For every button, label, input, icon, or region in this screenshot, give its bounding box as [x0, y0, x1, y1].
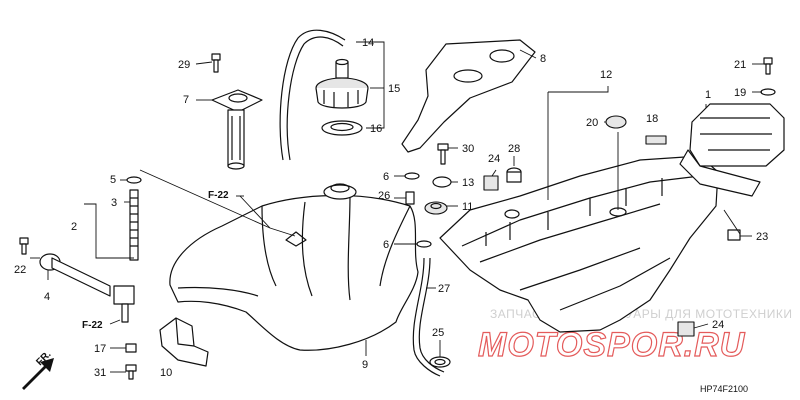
reference-f22-top: F-22 [208, 190, 229, 201]
watermark: ЗАПЧАСТИ И АКСЕССУАРЫ ДЛЯ МОТОТЕХНИКИ MO… [477, 307, 792, 365]
bolt-part-31 [125, 364, 137, 380]
drain-tube-part-27 [412, 257, 445, 377]
fitting-part-26 [405, 191, 415, 205]
bolt-part-21 [763, 57, 773, 75]
callout-6-upper: 6 [383, 171, 389, 183]
callout-9: 9 [362, 359, 368, 371]
clip-part-5 [126, 176, 142, 184]
callout-8: 8 [540, 53, 546, 65]
callout-16: 16 [370, 123, 382, 135]
fuel-tank-part-9 [169, 183, 419, 351]
callout-1: 1 [705, 89, 711, 101]
filler-cap-part-15 [315, 58, 369, 109]
callout-2: 2 [71, 221, 77, 233]
figure-code: HP74F2100 [700, 384, 748, 394]
callout-23: 23 [756, 231, 768, 243]
breather-tube-part-14 [279, 29, 346, 161]
pad-part-18 [645, 135, 667, 145]
callout-18: 18 [646, 113, 658, 125]
cushion-part-24-lower [677, 321, 695, 337]
callout-12: 12 [600, 69, 612, 81]
washer-part-19 [760, 88, 776, 96]
callout-27: 27 [438, 283, 450, 295]
grommet-part-11 [424, 201, 448, 215]
callout-17: 17 [94, 343, 106, 355]
grommet-part-20 [605, 115, 627, 129]
front-direction-arrow: FR. [22, 349, 54, 390]
callout-25: 25 [432, 327, 444, 339]
callout-11: 11 [462, 201, 473, 213]
callout-5: 5 [110, 174, 116, 186]
bolt-part-29 [211, 53, 221, 73]
nut-part-17 [125, 343, 137, 353]
tank-cover-part-8 [401, 39, 536, 153]
callout-21: 21 [734, 59, 746, 71]
fuel-cock-part-4 [39, 253, 135, 323]
callout-numbers: 1 2 3 4 5 6 6 7 8 9 10 11 12 13 14 15 16… [14, 37, 768, 379]
callout-20: 20 [586, 117, 598, 129]
reference-f22-bottom-pointer [109, 319, 121, 325]
nut-part-23 [727, 229, 741, 241]
callout-24-upper: 24 [488, 153, 500, 165]
cushion-part-28 [506, 167, 522, 183]
callout-10: 10 [160, 367, 172, 379]
callout-29: 29 [178, 59, 190, 71]
bolt-part-30 [437, 143, 449, 165]
bracket-part-1 [679, 103, 785, 197]
fuel-pump-part-7 [211, 89, 263, 170]
watermark-brand: MOTOSPOR.RU [478, 326, 746, 364]
rod-part-3 [129, 189, 139, 261]
callout-15: 15 [388, 83, 400, 95]
callout-24-lower: 24 [712, 319, 724, 331]
callout-30: 30 [462, 143, 474, 155]
clip-part-6-upper [404, 172, 420, 180]
callout-31: 31 [94, 367, 106, 379]
callout-6-lower: 6 [383, 239, 389, 251]
callout-19: 19 [734, 87, 746, 99]
callout-3: 3 [111, 197, 117, 209]
callout-13: 13 [462, 177, 474, 189]
cushion-part-24-upper [483, 175, 499, 191]
callout-4: 4 [44, 291, 50, 303]
clip-part-6-lower [416, 240, 432, 248]
bracket-part-10 [159, 317, 209, 367]
callout-22: 22 [14, 264, 26, 276]
bolt-part-22 [19, 237, 29, 255]
callout-7: 7 [183, 94, 189, 106]
cap-gasket-part-16 [321, 120, 363, 136]
collar-part-13 [432, 176, 452, 188]
callout-28: 28 [508, 143, 520, 155]
callout-14: 14 [362, 37, 374, 49]
tank-tray-part-12 [439, 155, 719, 333]
callout-26: 26 [378, 190, 390, 202]
leader-lines [30, 41, 764, 373]
reference-f22-bottom: F-22 [82, 320, 103, 331]
hose-clip-part-25 [429, 356, 451, 368]
